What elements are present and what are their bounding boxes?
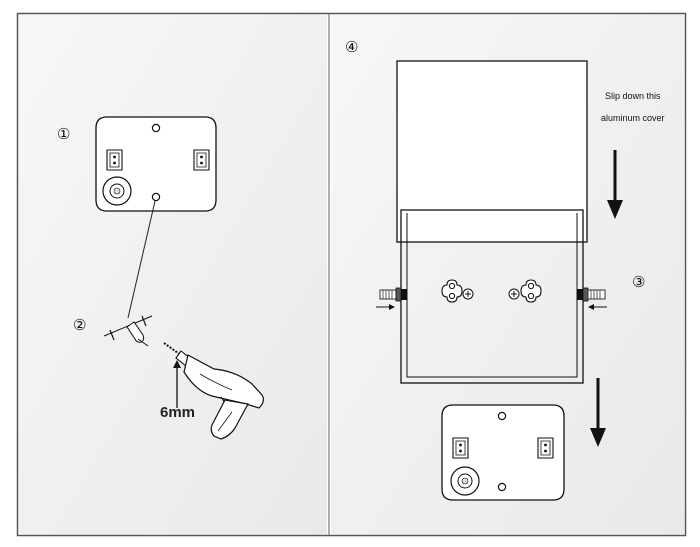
left-screw-hole [462, 288, 474, 300]
wall-bracket-top-view [95, 116, 217, 212]
instruction-line-2: aluminum cover [601, 113, 665, 123]
drill-bit-size-label: 6mm [160, 404, 195, 421]
aluminum-cover [396, 60, 588, 243]
drill-body [183, 354, 265, 409]
right-screw-hole [508, 288, 520, 300]
wall-bracket-bottom-view [441, 404, 565, 501]
upper-mounting-hole [151, 123, 161, 133]
lower-mounting-hole [151, 192, 161, 202]
lower-down-arrow [590, 378, 606, 447]
left-keyhole-slot-pair [441, 279, 463, 303]
instruction-line-1: Slip down this [605, 91, 661, 101]
step-1-marker: ① [57, 125, 70, 143]
hole-alignment-line [127, 200, 156, 319]
bit-size-callout [173, 360, 181, 408]
outer-frame [16, 12, 687, 537]
right-hinge-bracket [193, 149, 210, 171]
left-hinge-bracket [106, 149, 123, 171]
round-cable-port [102, 176, 132, 206]
slide-down-arrow [607, 150, 623, 219]
drill-handle [210, 399, 249, 440]
right-keyhole-slot-pair [520, 279, 542, 303]
step-2-marker: ② [73, 316, 86, 334]
left-panel [19, 15, 327, 534]
electric-drill [163, 342, 265, 440]
drill-point-mark [103, 315, 153, 347]
step-3-marker: ③ [632, 273, 645, 291]
right-side-screw [577, 287, 607, 310]
step-4-marker: ④ [345, 38, 358, 56]
left-side-screw [376, 287, 407, 310]
